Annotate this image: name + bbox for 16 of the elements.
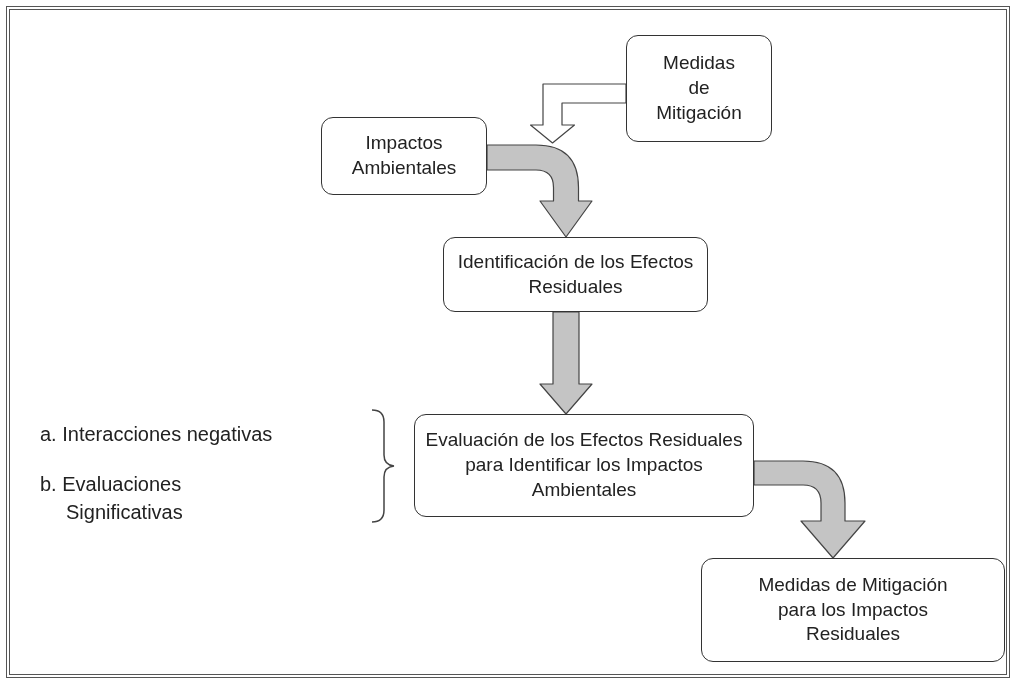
list-item: a. Interacciones negativas — [40, 422, 274, 447]
process-box — [414, 414, 754, 517]
block-arrow — [486, 144, 593, 238]
block-arrow — [539, 311, 593, 415]
box-text: Impactos Ambientales — [350, 131, 458, 180]
box-text: Evaluación de los Efectos Residuales para Identificar los Impactos Ambientales — [424, 428, 744, 502]
process-box — [701, 558, 1005, 662]
block-arrow — [753, 460, 866, 559]
box-text: Medidas de Mitigación — [655, 51, 743, 125]
process-box — [321, 117, 487, 195]
process-box — [626, 35, 772, 142]
process-box — [443, 237, 708, 312]
box-text: Medidas de Mitigación para los Impactos Residuales — [757, 572, 949, 647]
block-arrow — [529, 83, 627, 144]
list-item: b. Evaluaciones Significativas — [40, 472, 184, 525]
box-text: Identificación de los Efectos Residuales — [456, 249, 695, 299]
